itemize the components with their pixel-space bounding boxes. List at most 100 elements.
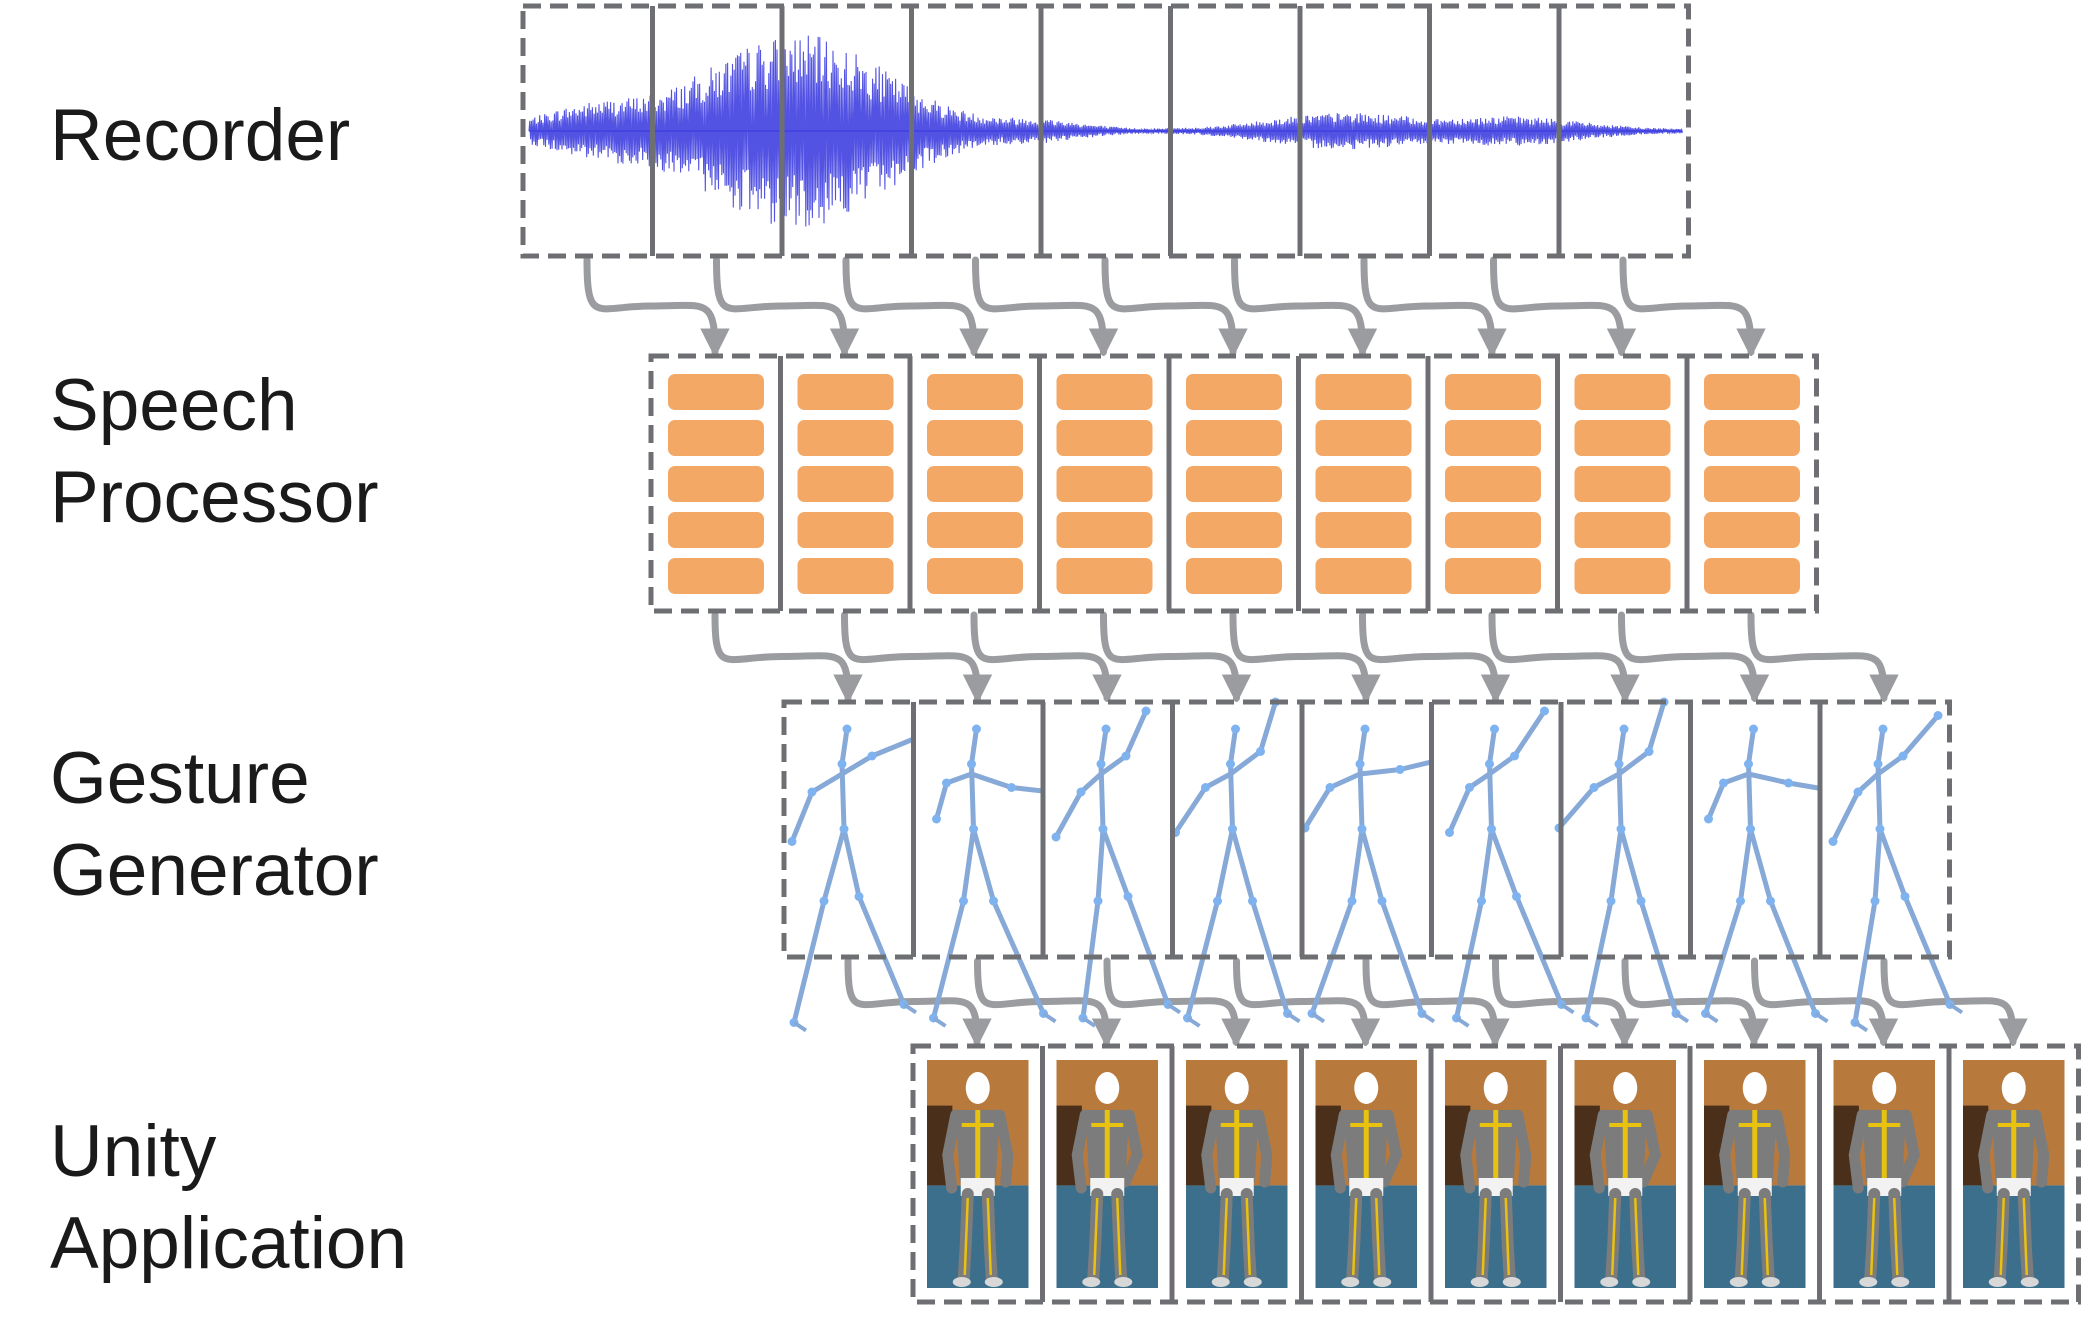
feature-block bbox=[1056, 558, 1153, 594]
avatar-foot bbox=[1891, 1277, 1910, 1287]
feature-block bbox=[1445, 466, 1541, 502]
skeleton-joint bbox=[1933, 711, 1943, 720]
avatar-leg-accent bbox=[1375, 1197, 1381, 1276]
avatar-foot bbox=[1502, 1277, 1521, 1287]
skeleton-joint bbox=[1828, 837, 1838, 846]
frame-strip-border bbox=[648, 353, 1819, 614]
scene-floor bbox=[1574, 1185, 1676, 1288]
feature-block bbox=[1056, 466, 1153, 502]
skeleton-foot bbox=[1560, 1002, 1575, 1015]
scene-floor bbox=[1704, 1185, 1806, 1288]
feature-block bbox=[797, 558, 894, 594]
skeleton-foot bbox=[1853, 1020, 1869, 1033]
skeleton-figure bbox=[1701, 724, 1873, 1024]
avatar-render bbox=[1056, 1060, 1158, 1288]
skeleton-joint bbox=[787, 837, 797, 846]
frame-strip-border bbox=[910, 1043, 2081, 1305]
feature-block bbox=[1445, 558, 1541, 594]
avatar-right-arm bbox=[994, 1109, 1014, 1188]
flow-arrow bbox=[713, 256, 860, 358]
flow-arrow bbox=[1229, 611, 1381, 704]
skeleton-foot bbox=[792, 1020, 808, 1033]
skeleton-joint bbox=[1744, 759, 1753, 769]
avatar-head bbox=[1872, 1072, 1897, 1104]
feature-block bbox=[1704, 466, 1800, 502]
skeleton-joint bbox=[1606, 896, 1616, 906]
avatar-left-arm bbox=[1589, 1109, 1609, 1194]
skeleton-frame bbox=[1172, 702, 1302, 957]
flow-arrow bbox=[583, 256, 730, 358]
avatar-head bbox=[1613, 1072, 1638, 1104]
feature-block bbox=[1574, 512, 1671, 548]
avatar-left-arm bbox=[1330, 1109, 1350, 1194]
recorder-label: Recorder bbox=[50, 95, 351, 176]
skeleton-foot bbox=[1948, 1002, 1964, 1015]
skeleton-joint bbox=[1540, 706, 1549, 716]
skeleton-figure bbox=[1300, 724, 1480, 1024]
feature-block bbox=[1186, 374, 1282, 410]
avatar-right-arm bbox=[1771, 1109, 1791, 1188]
avatar-head bbox=[1354, 1072, 1379, 1104]
skeleton-frame bbox=[913, 702, 1043, 957]
feature-block bbox=[927, 374, 1023, 410]
skeleton-joint bbox=[942, 778, 951, 788]
feature-block bbox=[797, 466, 894, 502]
flow-arrow bbox=[1488, 611, 1640, 704]
skeleton-figure bbox=[1445, 706, 1575, 1028]
skeleton-joint bbox=[972, 724, 981, 734]
feature-block bbox=[1056, 420, 1153, 456]
skeleton-joint bbox=[1076, 787, 1086, 797]
feature-block bbox=[1056, 374, 1153, 410]
feature-block bbox=[668, 466, 764, 502]
skeleton-joint bbox=[1395, 765, 1405, 774]
feature-block bbox=[1315, 466, 1412, 502]
skeleton-foot bbox=[1166, 1002, 1182, 1015]
avatar-foot bbox=[1341, 1277, 1360, 1287]
flow-arrow bbox=[1101, 256, 1248, 358]
avatar-render bbox=[927, 1060, 1029, 1288]
skeleton-joint bbox=[1619, 724, 1629, 734]
skeleton-joint bbox=[1325, 783, 1335, 792]
skeleton-foot bbox=[1310, 1011, 1326, 1024]
avatar-head bbox=[1483, 1072, 1508, 1104]
skeleton-joint bbox=[1231, 724, 1240, 734]
flow-arrow bbox=[974, 957, 1122, 1048]
avatar-foot bbox=[1988, 1277, 2007, 1287]
skeleton-joint bbox=[1141, 706, 1151, 716]
skeleton-foot bbox=[1704, 1011, 1719, 1024]
feature-block bbox=[1704, 558, 1800, 594]
skeleton-figure bbox=[787, 724, 932, 1033]
avatar-head bbox=[1095, 1072, 1120, 1104]
feature-block bbox=[1574, 558, 1671, 594]
flow-arrow bbox=[1621, 957, 1769, 1048]
feature-block bbox=[1056, 512, 1153, 548]
skeleton-joint bbox=[1487, 824, 1496, 834]
feature-block bbox=[927, 512, 1023, 548]
avatar-foot bbox=[1859, 1277, 1878, 1287]
avatar-head bbox=[1742, 1072, 1767, 1104]
flow-arrow bbox=[1100, 611, 1252, 704]
feature-block bbox=[927, 466, 1023, 502]
skeleton-joint bbox=[1051, 832, 1061, 842]
skeleton-joint bbox=[1490, 724, 1499, 734]
flow-arrow bbox=[972, 256, 1119, 358]
skeleton-joint bbox=[1853, 787, 1863, 797]
flow-arrow bbox=[1233, 957, 1381, 1048]
feature-block bbox=[1186, 558, 1282, 594]
skeleton-joint bbox=[1101, 724, 1111, 734]
avatar-leg-accent bbox=[963, 1197, 969, 1276]
skeleton-joint bbox=[1355, 759, 1365, 769]
avatar-left-arm bbox=[1460, 1109, 1480, 1194]
feature-block bbox=[797, 374, 894, 410]
avatar-foot bbox=[1470, 1277, 1489, 1287]
avatar-leg-accent bbox=[1999, 1197, 2005, 1276]
flow-arrow bbox=[1362, 957, 1510, 1048]
frame-strip-border bbox=[520, 3, 1691, 259]
skeleton-joint bbox=[1123, 892, 1133, 901]
skeleton-figure bbox=[1828, 711, 1964, 1033]
skeleton-joint bbox=[1213, 896, 1222, 906]
skeleton-joint bbox=[837, 759, 847, 769]
skeleton-foot bbox=[1584, 1016, 1600, 1028]
